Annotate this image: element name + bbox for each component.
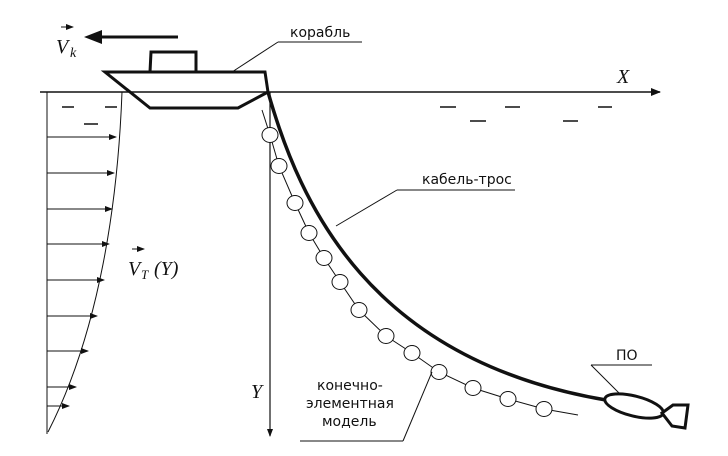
cable-leader-line [335,189,398,227]
ship-velocity-subscript: k [70,46,77,61]
current-velocity-subscript: T [141,267,149,282]
model-node [350,302,368,318]
water-dashes [62,106,612,125]
arrow-head-icon [84,30,102,44]
model-node [535,401,553,417]
y-axis-label: Y [251,381,264,403]
ship-hull [100,70,270,110]
ship-label: корабль [290,25,350,41]
towed-body-leader-line [590,364,621,395]
profile-curve [47,91,123,433]
model-node [300,225,318,241]
model-node [377,328,395,344]
ship-velocity-vector: V k [56,24,178,61]
towed-body [603,392,690,430]
cable [266,91,607,402]
x-axis-label: X [616,66,630,88]
model-node [331,274,349,290]
model-node [403,345,421,361]
model-node [286,195,304,211]
ship-velocity-label: V [56,36,71,58]
model-label-line2: элементная [306,396,394,412]
cable-label: кабель-трос [422,172,512,188]
model-node [464,380,482,396]
ship-cabin [148,50,198,73]
ship [100,50,270,110]
model-node [499,391,517,407]
model-node [430,364,448,380]
model-label-line3: модель [322,414,377,430]
model-label-line1: конечно- [317,378,383,394]
current-velocity-profile: V T (Y) [46,91,179,434]
finite-element-model [261,109,579,417]
model-leader-line [402,371,433,442]
model-node [270,158,288,174]
model-node [315,250,333,266]
current-velocity-argument: (Y) [154,258,179,280]
current-arrows [47,134,117,409]
ship-leader-line [231,41,279,73]
towed-body-label: ПО [616,348,638,364]
model-node [261,127,279,143]
current-velocity-label: V [128,258,143,280]
